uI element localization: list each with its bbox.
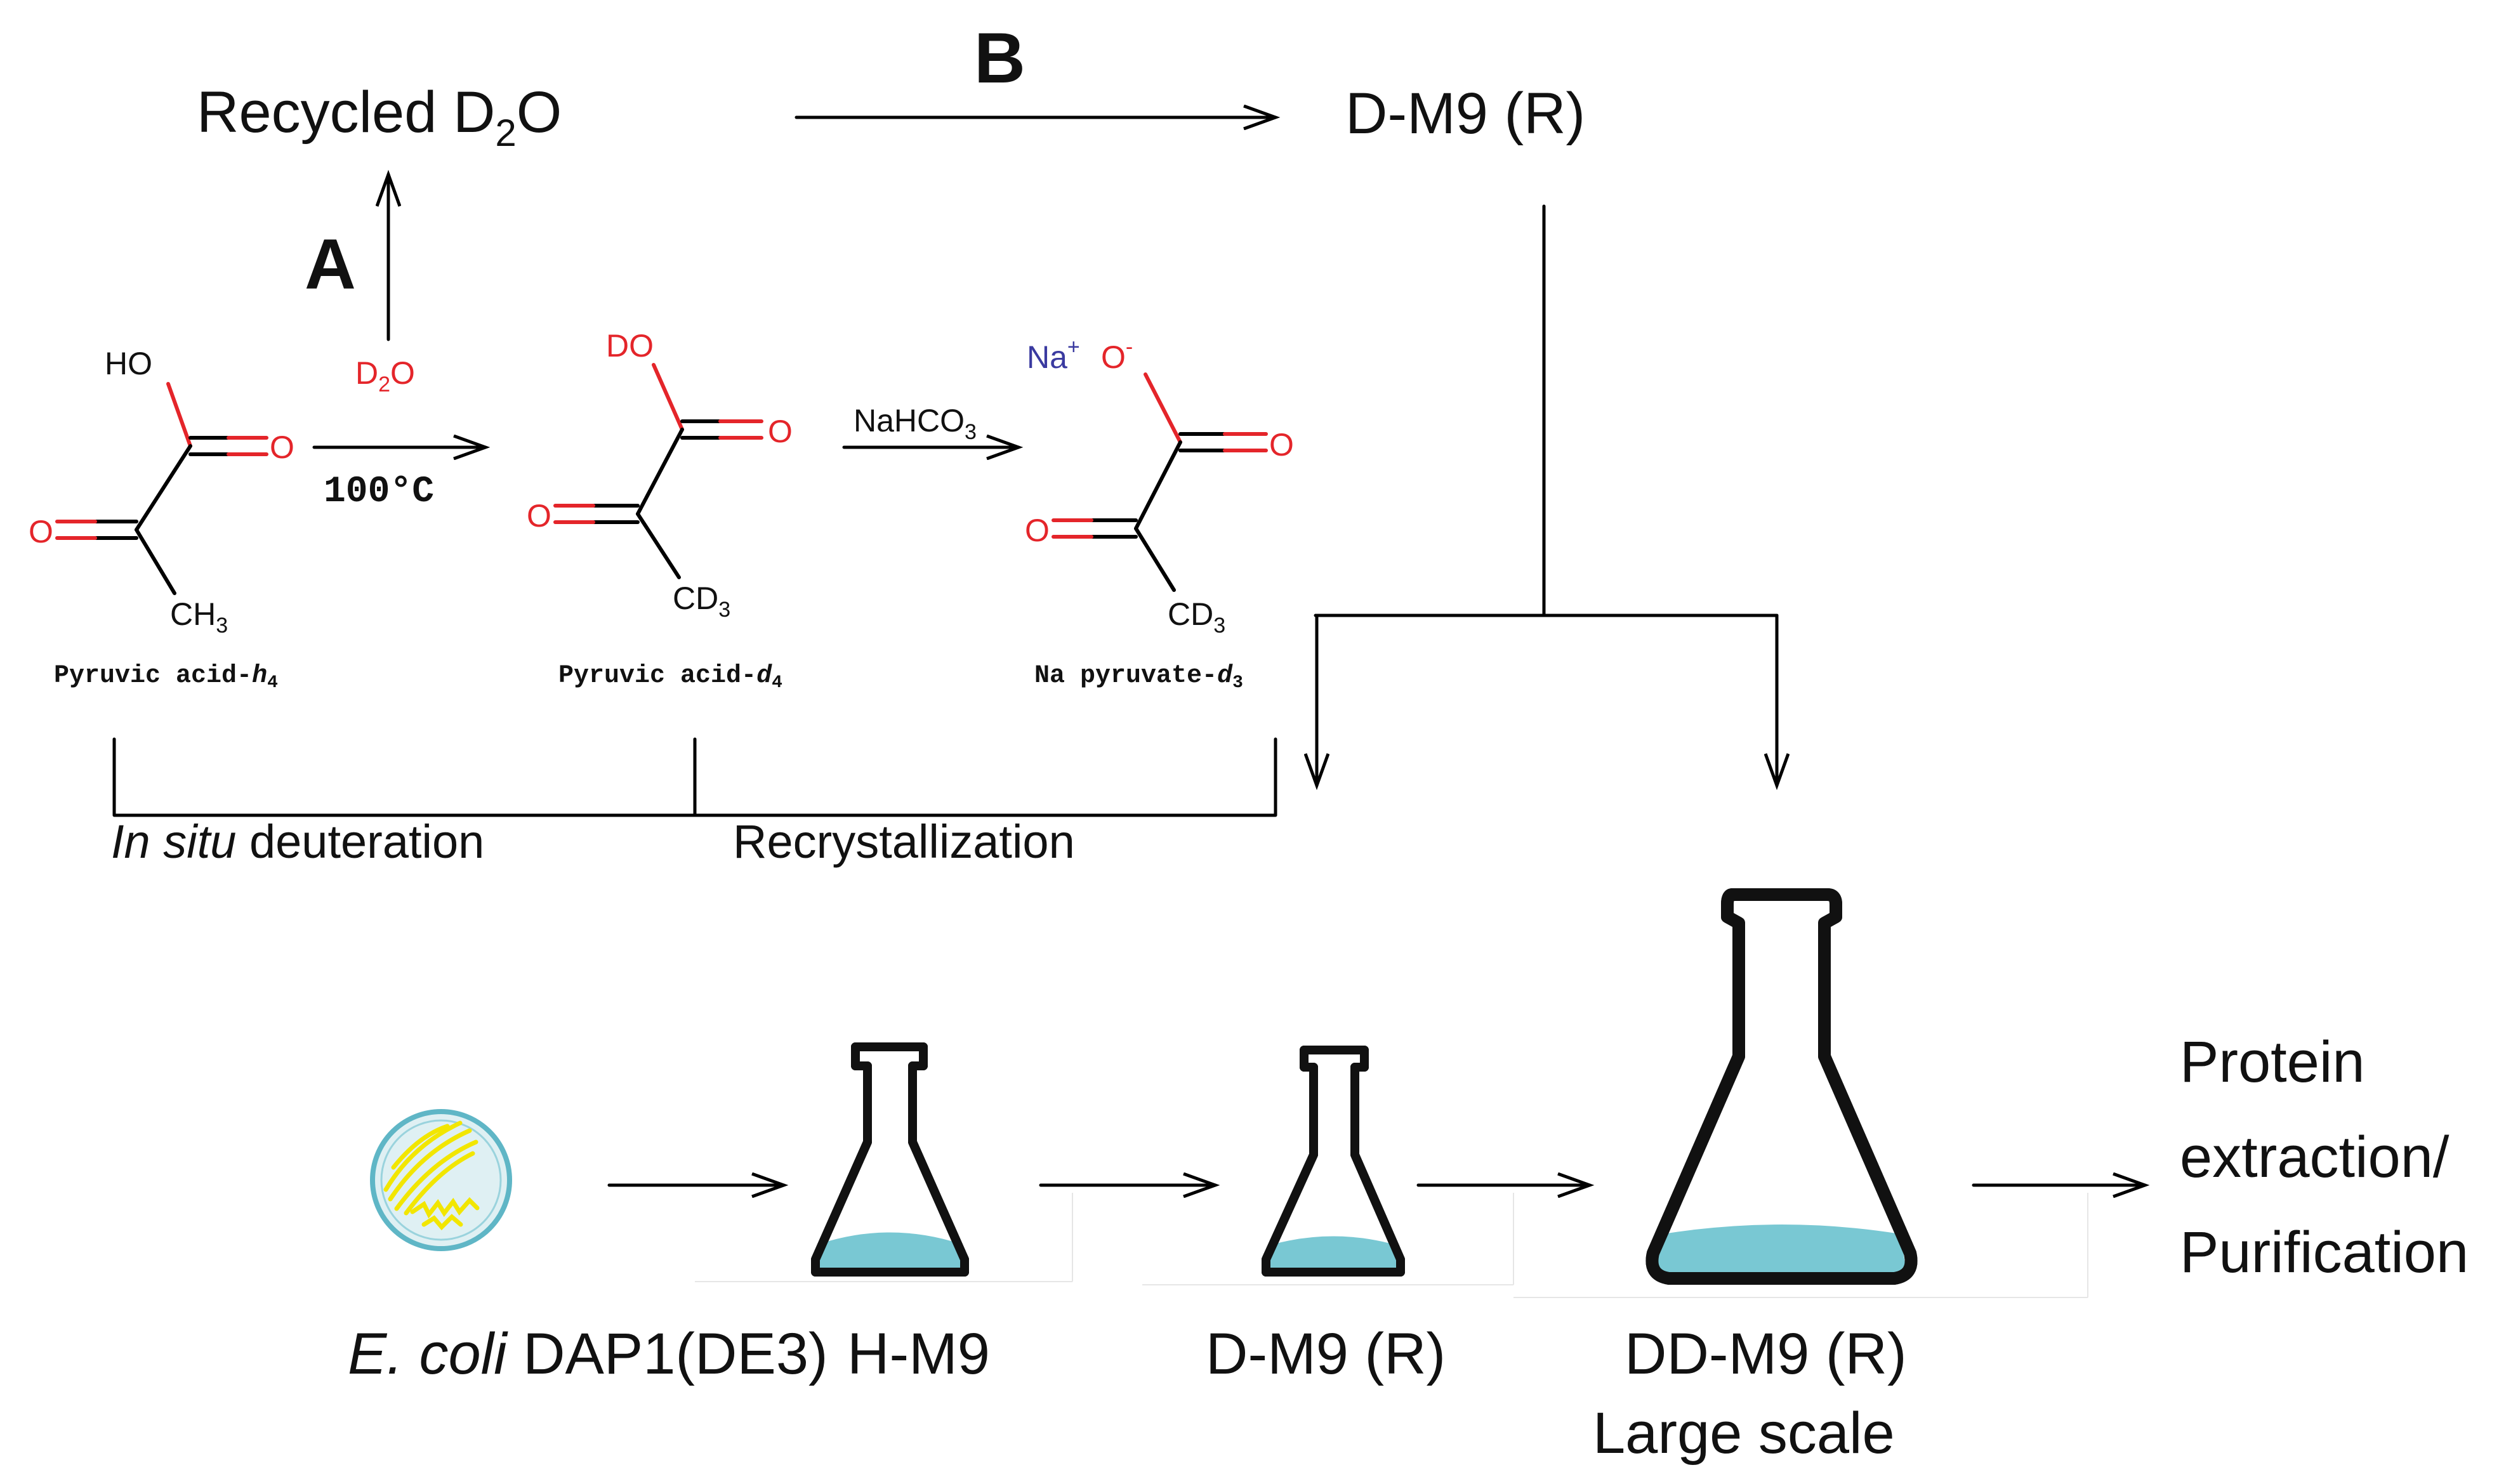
temperature-label: 100°C xyxy=(324,471,434,513)
m1-methyl-label: CH3 xyxy=(170,596,228,638)
m2-methyl-label: CD3 xyxy=(673,581,730,622)
flask-hm9-icon xyxy=(811,1042,969,1277)
route-b-label: B xyxy=(974,18,1025,98)
recrystallization-label: Recrystallization xyxy=(733,815,1075,868)
na-pyruvate-d3-structure: Na+ O- O O CD3 xyxy=(1025,335,1294,638)
pyruvic-acid-h4-structure: HO O O CH3 xyxy=(29,346,294,638)
protein-label: Protein xyxy=(2180,1030,2365,1094)
dm9-bottom-label: D-M9 (R) xyxy=(1206,1322,1446,1386)
ddm9-label: DD-M9 (R) xyxy=(1625,1322,1907,1386)
m1-name: Pyruvic acid-h4 xyxy=(54,662,278,693)
dm9-top-label: D-M9 (R) xyxy=(1345,81,1585,146)
petri-dish-icon xyxy=(370,1109,512,1251)
m2-carbonyl-o: O xyxy=(768,414,793,449)
m3-carboxylate-o: O- xyxy=(1101,335,1133,375)
route-a-label: A xyxy=(305,225,356,304)
large-scale-label: Large scale xyxy=(1593,1401,1895,1466)
ecoli-strain-label: E. coli DAP1(DE3) xyxy=(348,1322,828,1386)
m3-ketone-o: O xyxy=(1025,513,1050,548)
m2-od-label: DO xyxy=(606,328,654,364)
m3-carbonyl-o: O xyxy=(1269,427,1294,463)
m3-methyl-label: CD3 xyxy=(1168,596,1225,638)
m3-sodium-label: Na+ xyxy=(1027,335,1080,375)
pyruvic-acid-d4-structure: DO O O CD3 xyxy=(527,328,793,622)
purification-label: Purification xyxy=(2180,1220,2469,1285)
nahco3-label: NaHCO3 xyxy=(854,403,977,444)
hm9-label: H-M9 xyxy=(847,1322,990,1386)
m1-hydroxyl-label: HO xyxy=(105,346,152,381)
m1-ketone-o: O xyxy=(29,514,53,549)
d2o-reagent-label: D2O xyxy=(355,355,415,397)
m3-name: Na pyruvate-d3 xyxy=(1034,662,1243,693)
flask-ddm9-large-icon xyxy=(1645,888,1918,1285)
insitu-deuteration-label: In situ deuteration xyxy=(111,815,484,868)
m2-name: Pyruvic acid-d4 xyxy=(558,662,782,693)
recycled-d2o-label: Recycled D2O xyxy=(197,80,562,154)
m1-carbonyl-o: O xyxy=(270,430,294,465)
extraction-label: extraction/ xyxy=(2180,1125,2450,1190)
m2-ketone-o: O xyxy=(527,498,551,534)
flask-dm9-icon xyxy=(1262,1046,1405,1277)
